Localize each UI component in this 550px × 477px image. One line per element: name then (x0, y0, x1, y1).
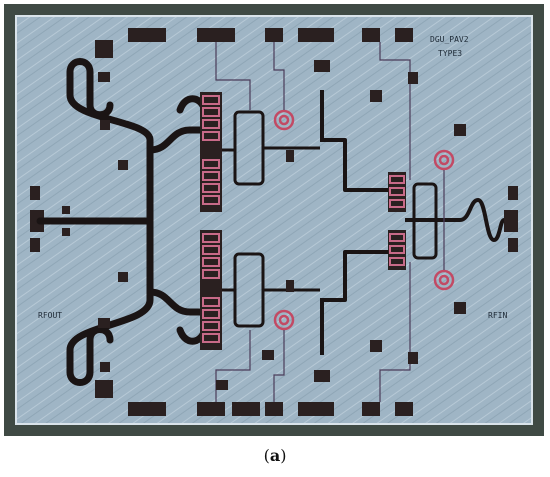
mmic-die-photo: DGU_PAV2 TYPE3 RFOUT RFIN (4, 4, 544, 436)
rf-out-label: RFOUT (38, 311, 62, 320)
caption-letter: a (269, 446, 281, 465)
bias-traces (215, 42, 445, 402)
caption-open-paren: ( (263, 446, 270, 465)
bottom-dc-pads (95, 380, 413, 416)
die-type-label: TYPE3 (438, 49, 462, 58)
figure-caption: (a) (0, 446, 550, 465)
decoupling-capacitors (62, 60, 466, 390)
rf-in-label: RFIN (488, 311, 507, 320)
output-stage-transistors-bottom (200, 230, 222, 350)
rf-input-pads (504, 186, 518, 252)
seal-ring (15, 15, 533, 425)
die-name-label: DGU_PAV2 (430, 35, 469, 44)
output-stage-transistors-top (200, 92, 222, 212)
rf-thin-lines (320, 90, 506, 355)
spiral-inductors (273, 109, 455, 331)
caption-close-paren: ) (280, 446, 287, 465)
driver-stage-transistors (388, 172, 406, 270)
top-dc-pads (95, 28, 413, 58)
